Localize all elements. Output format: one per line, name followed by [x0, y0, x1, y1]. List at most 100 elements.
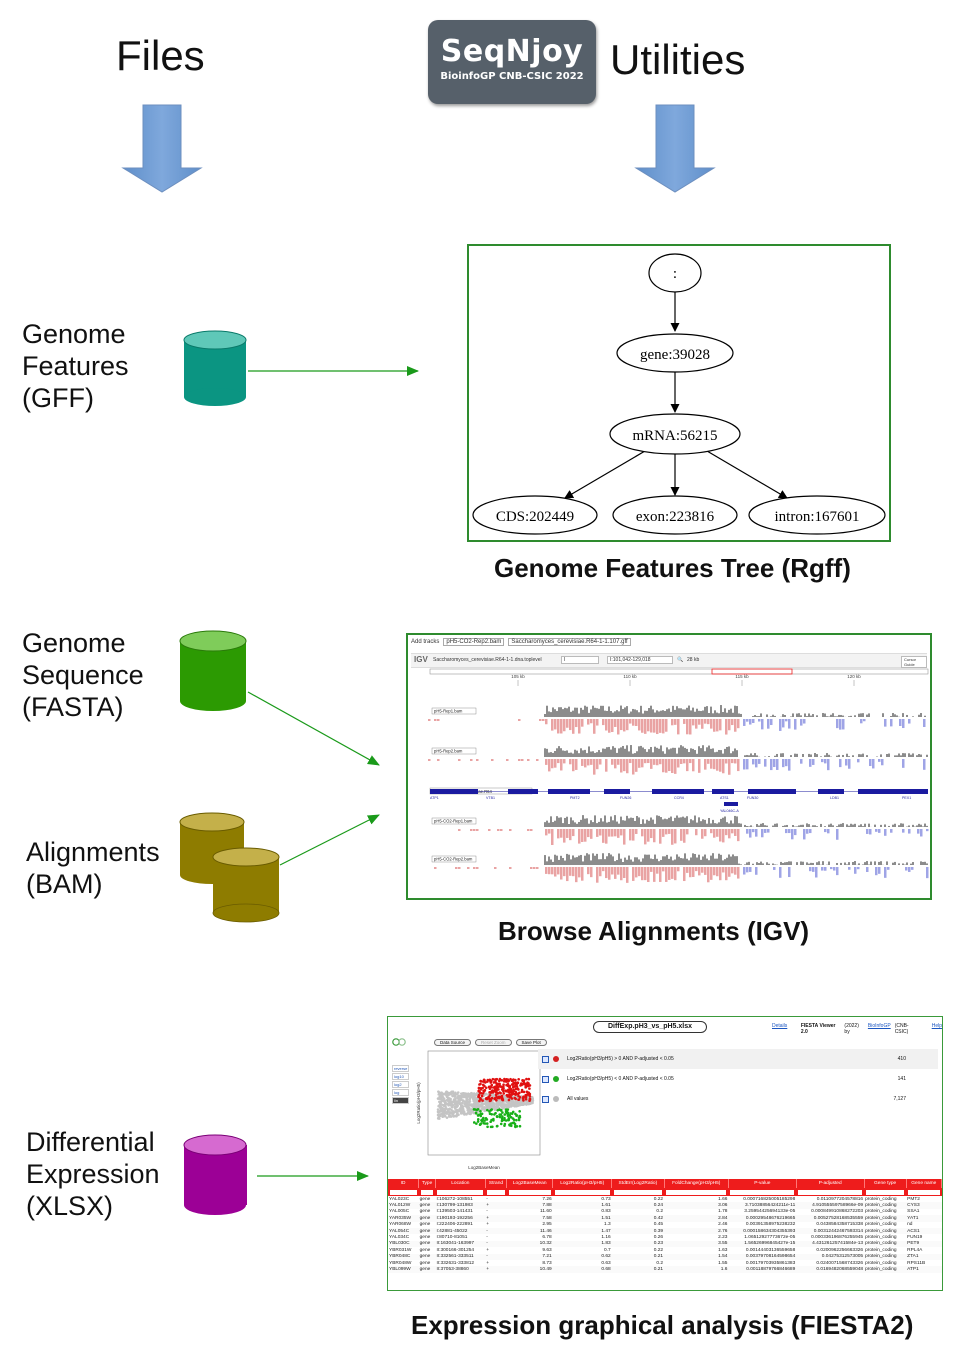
data-source-button[interactable]: Data Source	[434, 1039, 472, 1046]
filter-checkbox[interactable]	[542, 1075, 549, 1083]
table-column-header[interactable]: Log2BaseMean	[506, 1179, 554, 1188]
table-column-header[interactable]: P-adjusted	[796, 1179, 865, 1188]
table-cell: 0.23	[653, 1241, 664, 1247]
scale-option[interactable]: lin	[392, 1097, 410, 1104]
table-cell: II:332631-333812	[436, 1260, 475, 1266]
table-column-header[interactable]: StdErr(Log2Ratio)	[611, 1179, 665, 1188]
column-filter-input[interactable]	[798, 1189, 863, 1195]
column-filter-input[interactable]	[390, 1189, 417, 1195]
reset-zoom-button[interactable]: Reset Zoom	[475, 1039, 512, 1046]
track-select[interactable]: pH5-CO2-Rep2.bam	[443, 638, 505, 646]
column-filter-input[interactable]	[730, 1189, 795, 1195]
column-filter-input[interactable]	[554, 1189, 610, 1195]
table-cell: CYS3	[907, 1203, 920, 1209]
column-filter-input[interactable]	[420, 1189, 434, 1195]
table-cell: 0.00379708164598654	[745, 1254, 796, 1260]
table-column-header[interactable]: Strand	[485, 1179, 508, 1188]
column-filter-input[interactable]	[508, 1189, 551, 1195]
scale-option[interactable]: log2	[392, 1081, 410, 1088]
table-column-header[interactable]: FoldChange(pH3/pH5)	[664, 1179, 729, 1188]
tree-node-root: :	[648, 253, 702, 293]
scale-option[interactable]: log	[392, 1089, 410, 1096]
help-link[interactable]: Help	[931, 1023, 942, 1029]
table-cell: 2.23	[718, 1235, 728, 1241]
scale-option[interactable]: reverse	[392, 1065, 410, 1072]
author-link[interactable]: BioInfoGP	[867, 1023, 891, 1029]
tree-node-exon: exon:223816	[612, 495, 738, 535]
table-cell: 0.62	[601, 1254, 611, 1260]
table-column-header[interactable]: Log2Ratio(pH3/pH5)	[552, 1179, 613, 1188]
table-cell: gene	[419, 1196, 431, 1202]
table-cell: YAL023C	[389, 1196, 410, 1202]
table-cell: 3.71038856424211e-11	[745, 1203, 796, 1209]
genome-select[interactable]: Saccharomyces_cerevisiae.R64-1-1.dna.top…	[433, 657, 542, 663]
svg-text:intron:167601: intron:167601	[775, 509, 860, 525]
igv-alignment-track[interactable]: pH5-Rep2.bam	[428, 745, 928, 775]
scale-option[interactable]: log10	[392, 1073, 410, 1080]
table-cell: +	[486, 1222, 490, 1228]
igv-gene-label: PEX1	[902, 796, 911, 800]
filter-checkbox[interactable]	[542, 1055, 549, 1063]
table-cell: 0.00029548676219665	[745, 1215, 796, 1221]
table-cell: 0.00312442467593314	[813, 1228, 864, 1234]
igv-annotation-track[interactable]: Saccharomyces_cerevisiae.R64ATP1VTB1PMT2…	[429, 787, 928, 813]
table-cell: 0.2	[656, 1260, 664, 1266]
table-column-header[interactable]: Gene type	[864, 1179, 907, 1188]
filter-color-dot	[553, 1076, 559, 1082]
table-cell: protein_coding	[865, 1241, 897, 1247]
column-filter-input[interactable]	[437, 1189, 484, 1195]
filter-row[interactable]: Log2Ratio(pH3/pH5) > 0 AND P-adjusted < …	[538, 1049, 938, 1069]
seqnjoy-logo: SeqNjoy BioinfoGP CNB-CSIC 2022	[428, 20, 596, 104]
search-icon[interactable]: 🔍	[677, 657, 684, 663]
igv-track-name: pH5-Rep1.bam	[434, 709, 463, 714]
table-cell: 0.0169482068559048	[816, 1266, 864, 1272]
save-plot-button[interactable]: Save Plot	[515, 1039, 547, 1046]
igv-alignment-track[interactable]: pH5-CO2-Rep1.bam	[431, 815, 929, 845]
cursor-guide-button[interactable]: Cursor Guide	[901, 656, 927, 668]
table-cell: RPL4A	[907, 1247, 923, 1253]
table-cell: PET9	[907, 1241, 920, 1247]
column-filter-input[interactable]	[866, 1189, 905, 1195]
table-cell: 7.21	[542, 1254, 552, 1260]
locus-input[interactable]: I:101,042-129,018	[607, 656, 673, 664]
table-cell: 6.78	[542, 1235, 552, 1241]
table-column-header[interactable]: Location	[435, 1179, 486, 1188]
column-filter-input[interactable]	[666, 1189, 727, 1195]
igv-alignment-track[interactable]: pH5-Rep1.bam	[428, 705, 926, 735]
column-filter-input[interactable]	[487, 1189, 505, 1195]
igv-tick-label: 115 kb	[735, 674, 749, 679]
chrom-select[interactable]: I	[561, 656, 599, 664]
igv-brand: IGV	[414, 655, 428, 664]
feature-tree-graph: : gene:39028 mRNA:56215 CDS:202449 exon:…	[472, 253, 886, 535]
table-cell: 0.21	[653, 1266, 664, 1272]
column-filter-input[interactable]	[613, 1189, 663, 1195]
details-link[interactable]: Details	[772, 1023, 788, 1029]
table-column-header[interactable]: Gene name	[906, 1179, 942, 1188]
filter-row[interactable]: Log2Ratio(pH3/pH5) < 0 AND P-adjusted < …	[538, 1069, 938, 1089]
table-column-header[interactable]: ID	[388, 1179, 420, 1188]
filter-checkbox[interactable]	[542, 1095, 549, 1103]
table-cell: protein_coding	[865, 1209, 897, 1215]
table-column-header[interactable]: P-value	[728, 1179, 797, 1188]
table-cell: nd	[907, 1222, 913, 1228]
fiesta-filter-list: Log2Ratio(pH3/pH5) > 0 AND P-adjusted < …	[538, 1049, 938, 1109]
annotation-select[interactable]: Saccharomyces_cerevisiae.R64-1-1.107.gff	[508, 638, 631, 646]
tree-node-cds: CDS:202449	[472, 495, 598, 535]
igv-alignment-track[interactable]: pH5-CO2-Rep2.bam	[431, 853, 929, 883]
igv-tick-label: 120 kb	[847, 674, 861, 679]
table-column-header[interactable]: Type	[418, 1179, 436, 1188]
column-filter-input[interactable]	[908, 1189, 940, 1195]
